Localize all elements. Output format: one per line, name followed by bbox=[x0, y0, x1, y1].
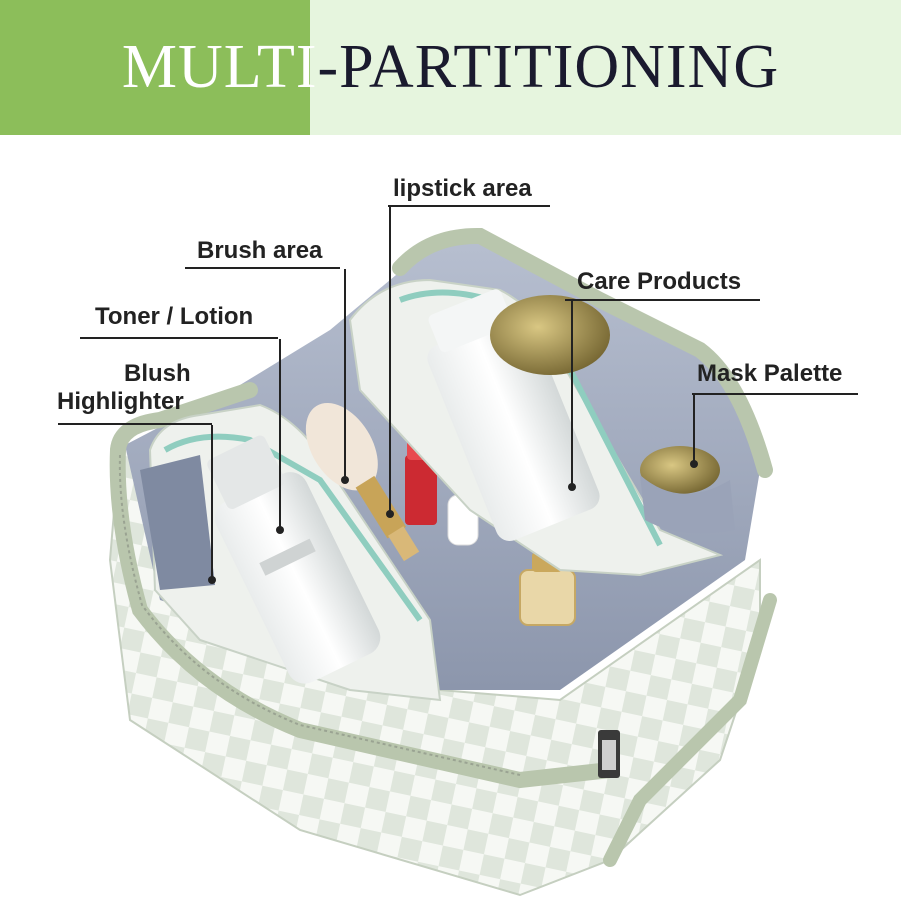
title-banner: MULTI-PARTITIONING bbox=[0, 0, 901, 135]
label-toner-lotion: Toner / Lotion bbox=[95, 303, 254, 330]
label-blush: Blush bbox=[124, 360, 191, 387]
title-part-1: MULTI bbox=[121, 33, 318, 101]
label-brush-area: Brush area bbox=[197, 237, 323, 264]
page-title: MULTI-PARTITIONING bbox=[0, 32, 901, 102]
label-lipstick-area: lipstick area bbox=[393, 175, 532, 202]
rule-lipstick-area bbox=[388, 205, 550, 207]
cosmetic-bag-photo bbox=[108, 227, 777, 897]
label-highlighter: Highlighter bbox=[57, 388, 184, 415]
banner-accent-block bbox=[0, 0, 310, 135]
label-care-products: Care Products bbox=[577, 268, 742, 295]
label-mask-palette: Mask Palette bbox=[697, 360, 843, 387]
title-part-2: -PARTITIONING bbox=[317, 33, 780, 101]
